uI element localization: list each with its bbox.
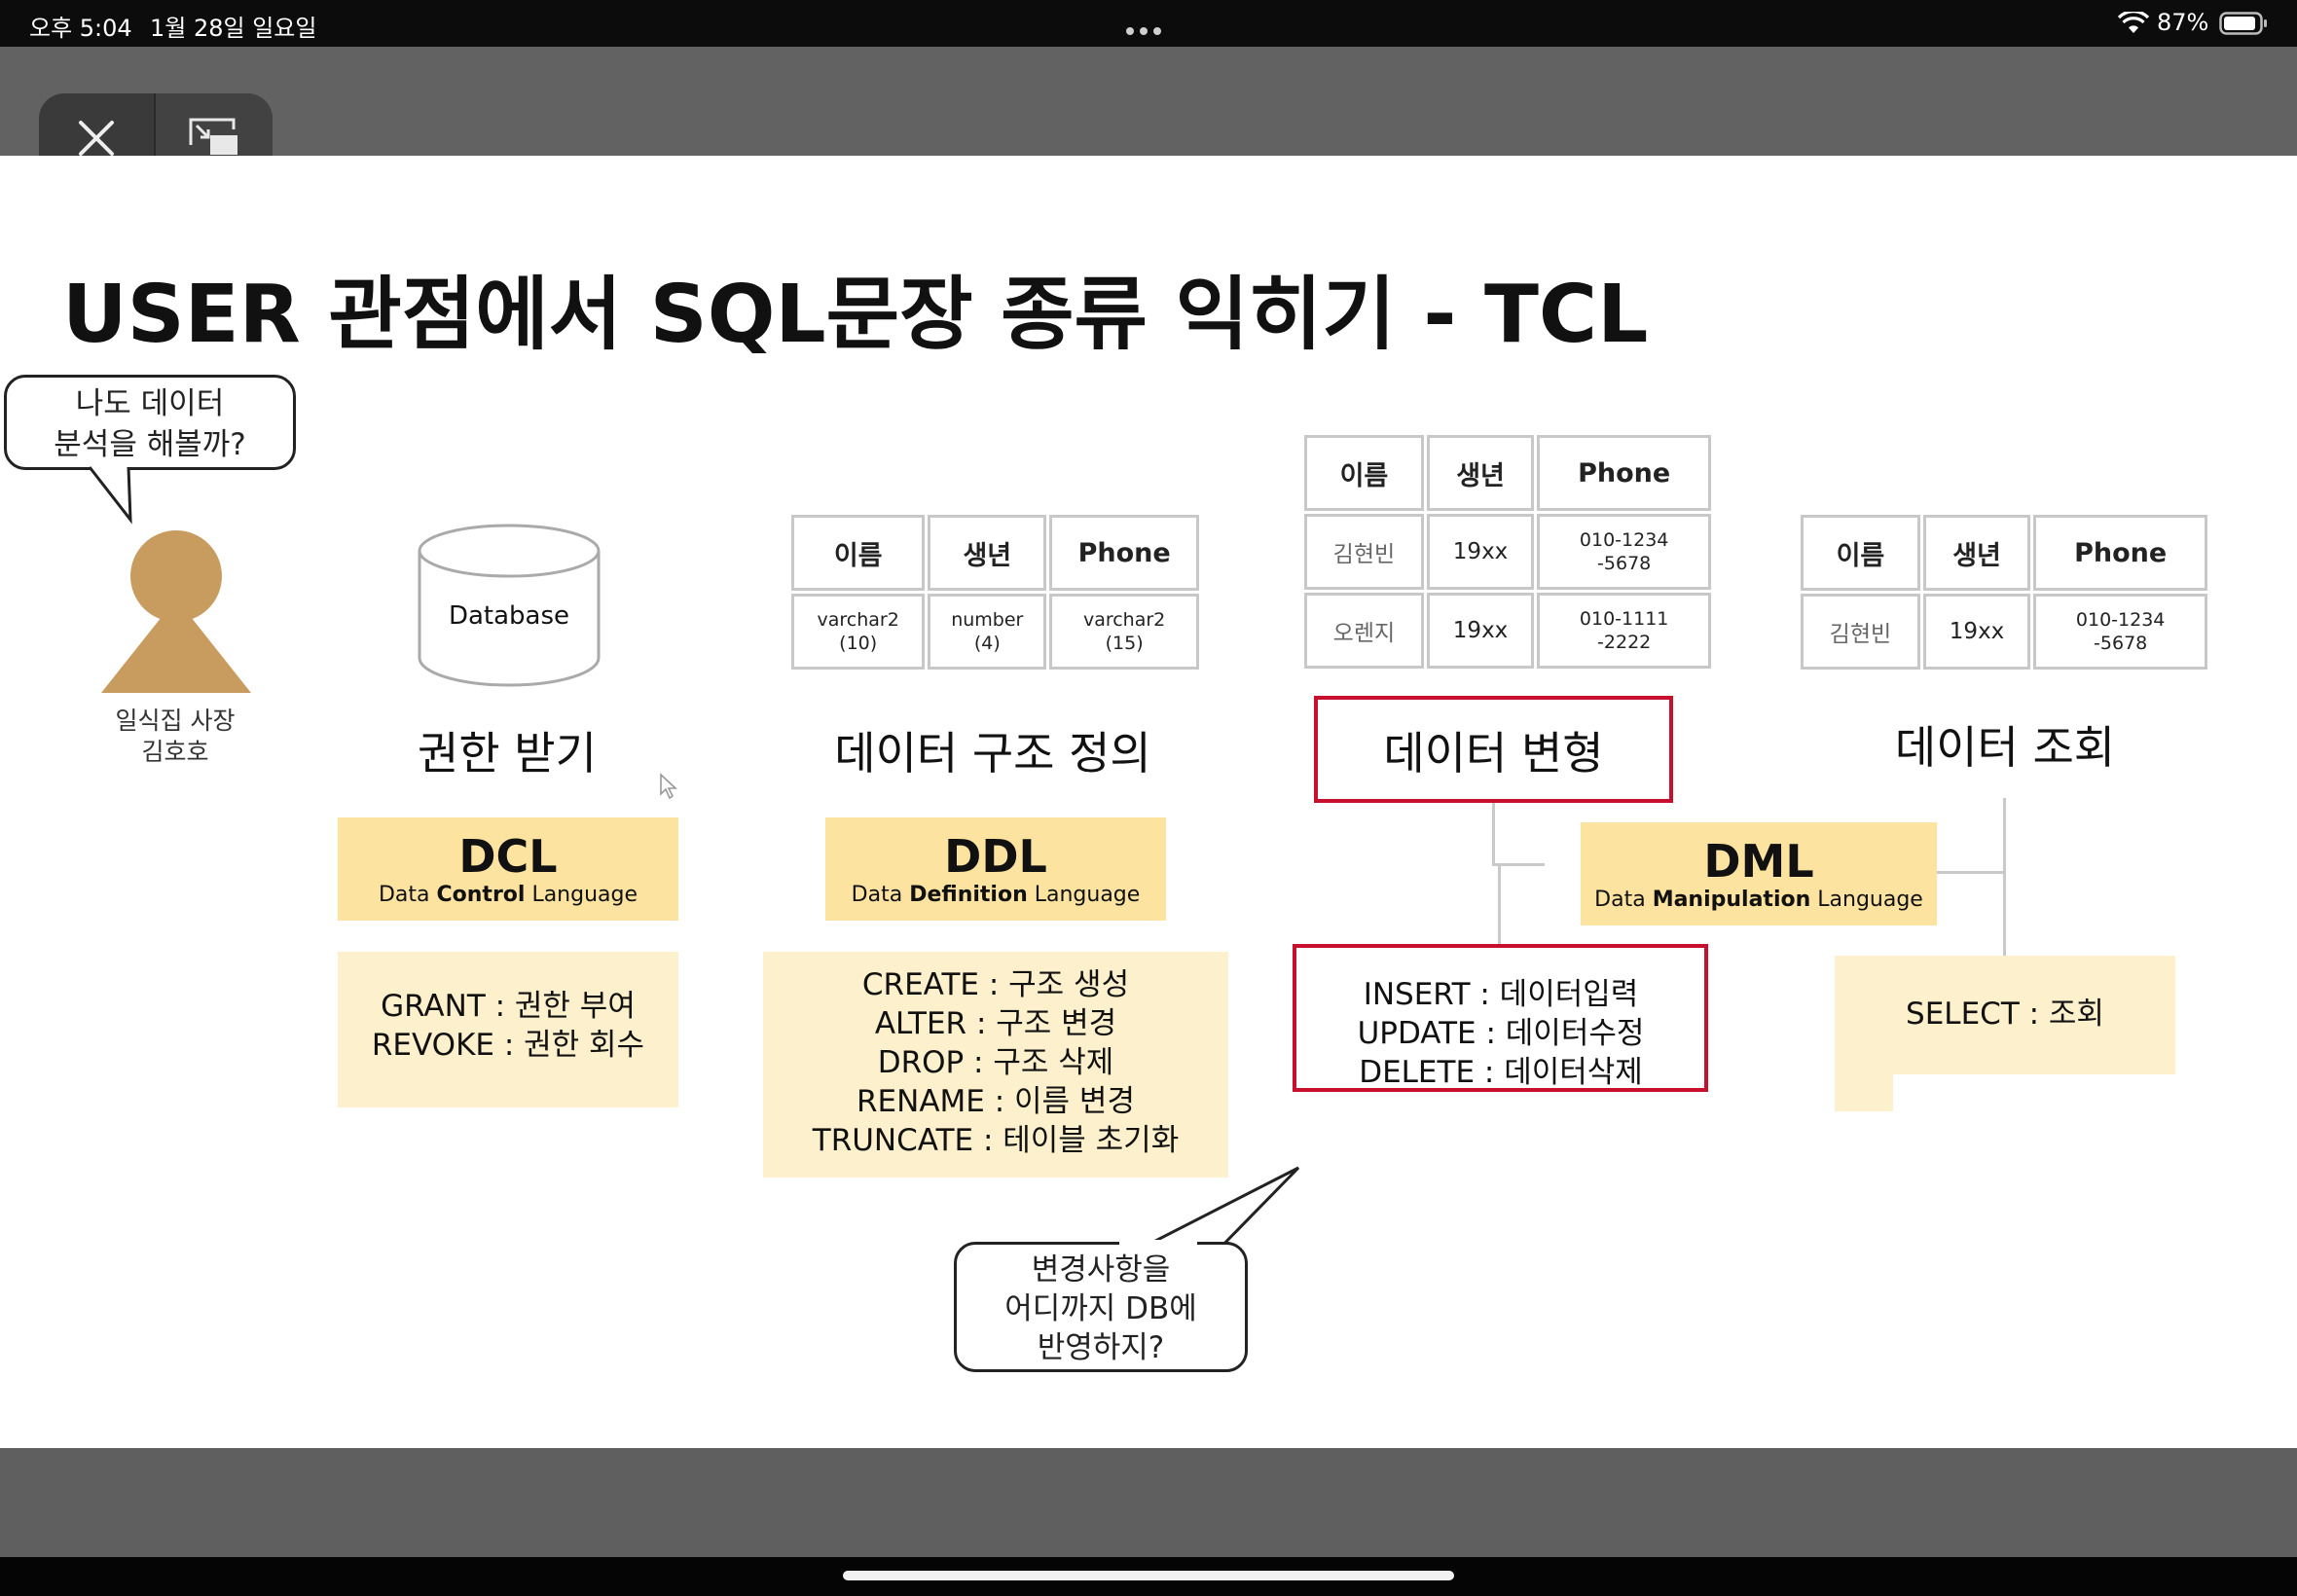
dml-modify-commands: INSERT : 데이터입력 UPDATE : 데이터수정 DELETE : 데… xyxy=(1294,946,1707,1090)
table-cell: 19xx xyxy=(1922,594,2031,670)
battery-icon xyxy=(2219,12,2267,35)
user-speech-bubble: 나도 데이터 분석을 해볼까? xyxy=(4,375,296,470)
table-cell: 김현빈 xyxy=(1801,594,1920,670)
bubble-line: 나도 데이터 xyxy=(75,386,225,421)
caption-line: 일식집 사장 xyxy=(115,707,236,735)
connector-line xyxy=(1935,871,2006,874)
command-line: INSERT : 데이터입력 xyxy=(1363,977,1639,1012)
dml-modify-caption: 데이터 변형 xyxy=(1383,727,1604,780)
dml-full-name: Data Manipulation Language xyxy=(1594,888,1923,912)
table-cell: varchar2(10) xyxy=(791,594,926,670)
dcl-commands: GRANT : 권한 부여 REVOKE : 권한 회수 xyxy=(338,952,678,1107)
database-icon xyxy=(418,524,601,687)
dcl-caption: 권한 받기 xyxy=(418,727,597,780)
lecture-slide: USER 관점에서 SQL문장 종류 익히기 - TCL 나도 데이터 분석을 … xyxy=(0,156,2297,1448)
ddl-commands: CREATE : 구조 생성 ALTER : 구조 변경 DROP : 구조 삭… xyxy=(763,952,1228,1178)
command-line: CREATE : 구조 생성 xyxy=(861,967,1130,1002)
table-header: Phone xyxy=(1049,515,1199,591)
picture-in-picture-icon xyxy=(189,118,237,155)
controls-divider xyxy=(154,93,156,183)
dcl-abbr: DCL xyxy=(458,830,558,883)
battery-percent: 87% xyxy=(2157,9,2209,36)
table-cell: 010-1111-2222 xyxy=(1537,593,1711,669)
database-label: Database xyxy=(448,601,570,631)
bubble-tail xyxy=(88,463,132,525)
ddl-schema-table: 이름 생년 Phone varchar2(10) number(4) varch… xyxy=(788,512,1202,672)
table-cell: number(4) xyxy=(928,594,1047,670)
player-top-bar xyxy=(0,47,2297,183)
status-date: 1월 28일 일요일 xyxy=(150,15,317,42)
table-header: 생년 xyxy=(1426,435,1535,511)
table-cell: 김현빈 xyxy=(1304,514,1424,590)
dml-query-commands: SELECT : 조회 xyxy=(1835,956,2175,1074)
bubble-tail-mask xyxy=(1119,1240,1197,1246)
slide-title: USER 관점에서 SQL문장 종류 익히기 - TCL xyxy=(62,269,1649,361)
dml-box: DML Data Manipulation Language xyxy=(1581,822,1937,925)
bubble-line: 어디까지 DB에 xyxy=(1004,1291,1197,1326)
table-header: Phone xyxy=(1537,435,1711,511)
player-bottom-bar xyxy=(0,1448,2297,1557)
dml-modify-commands-frame xyxy=(1293,944,1708,1092)
status-time: 오후 5:04 xyxy=(29,15,132,42)
caption-line: 김호호 xyxy=(141,738,209,766)
table-header: 이름 xyxy=(1304,435,1424,511)
multitasking-dots-icon[interactable] xyxy=(1126,20,1171,35)
table-header: 이름 xyxy=(791,515,926,591)
person-icon xyxy=(101,530,251,693)
table-cell: 오렌지 xyxy=(1304,593,1424,669)
command-line: SELECT : 조회 xyxy=(1906,997,2104,1032)
status-bar: 오후 5:04 1월 28일 일요일 87% xyxy=(0,0,2297,47)
command-line: RENAME : 이름 변경 xyxy=(857,1084,1135,1119)
command-line: GRANT : 권한 부여 xyxy=(381,989,636,1024)
home-area xyxy=(0,1557,2297,1596)
table-cell: 010-1234-5678 xyxy=(1537,514,1711,590)
command-line: UPDATE : 데이터수정 xyxy=(1357,1016,1645,1051)
command-line: DELETE : 데이터삭제 xyxy=(1359,1055,1643,1090)
home-indicator[interactable] xyxy=(843,1571,1454,1580)
dml-modify-caption-frame xyxy=(1314,696,1673,803)
dml-query-commands-tab xyxy=(1835,1072,1893,1111)
command-line: DROP : 구조 삭제 xyxy=(877,1045,1114,1080)
close-button[interactable] xyxy=(39,93,154,183)
close-icon xyxy=(79,121,114,156)
connector-line xyxy=(1492,802,1495,866)
dml-query-caption: 데이터 조회 xyxy=(1894,721,2116,774)
dcl-full-name: Data Control Language xyxy=(378,883,638,907)
connector-line xyxy=(2003,798,2006,993)
connector-line xyxy=(1492,863,1545,866)
dcl-box: DCL Data Control Language xyxy=(338,817,678,921)
ddl-box: DDL Data Definition Language xyxy=(825,817,1166,921)
table-header: 생년 xyxy=(928,515,1047,591)
ddl-abbr: DDL xyxy=(944,830,1047,883)
command-line: ALTER : 구조 변경 xyxy=(874,1006,1117,1041)
ddl-full-name: Data Definition Language xyxy=(851,883,1141,907)
cursor-icon xyxy=(660,773,678,800)
command-line: TRUNCATE : 테이블 초기화 xyxy=(812,1123,1180,1158)
bubble-tail xyxy=(1122,1166,1300,1259)
table-cell: varchar2(15) xyxy=(1049,594,1199,670)
ddl-caption: 데이터 구조 정의 xyxy=(834,727,1151,780)
person-caption: 일식집 사장 김호호 xyxy=(78,706,273,768)
command-line: REVOKE : 권한 회수 xyxy=(371,1028,645,1063)
dml-abbr: DML xyxy=(1703,835,1814,888)
table-cell: 010-1234-5678 xyxy=(2033,594,2207,670)
tcl-speech-bubble: 변경사항을 어디까지 DB에 반영하지? xyxy=(954,1242,1248,1372)
table-cell: 19xx xyxy=(1426,514,1535,590)
bubble-line: 반영하지? xyxy=(1037,1330,1165,1365)
table-header: Phone xyxy=(2033,515,2207,591)
dml-query-table: 이름 생년 Phone 김현빈 19xx 010-1234-5678 xyxy=(1798,512,2210,672)
table-cell: 19xx xyxy=(1426,593,1535,669)
bubble-line: 변경사항을 xyxy=(1031,1252,1171,1288)
wifi-icon xyxy=(2118,12,2149,33)
table-header: 생년 xyxy=(1922,515,2031,591)
table-header: 이름 xyxy=(1801,515,1920,591)
dml-modify-table: 이름 생년 Phone 김현빈 19xx 010-1234-5678 오렌지 1… xyxy=(1301,432,1714,671)
bubble-line: 분석을 해볼까? xyxy=(54,427,246,462)
connector-line xyxy=(1498,863,1501,998)
